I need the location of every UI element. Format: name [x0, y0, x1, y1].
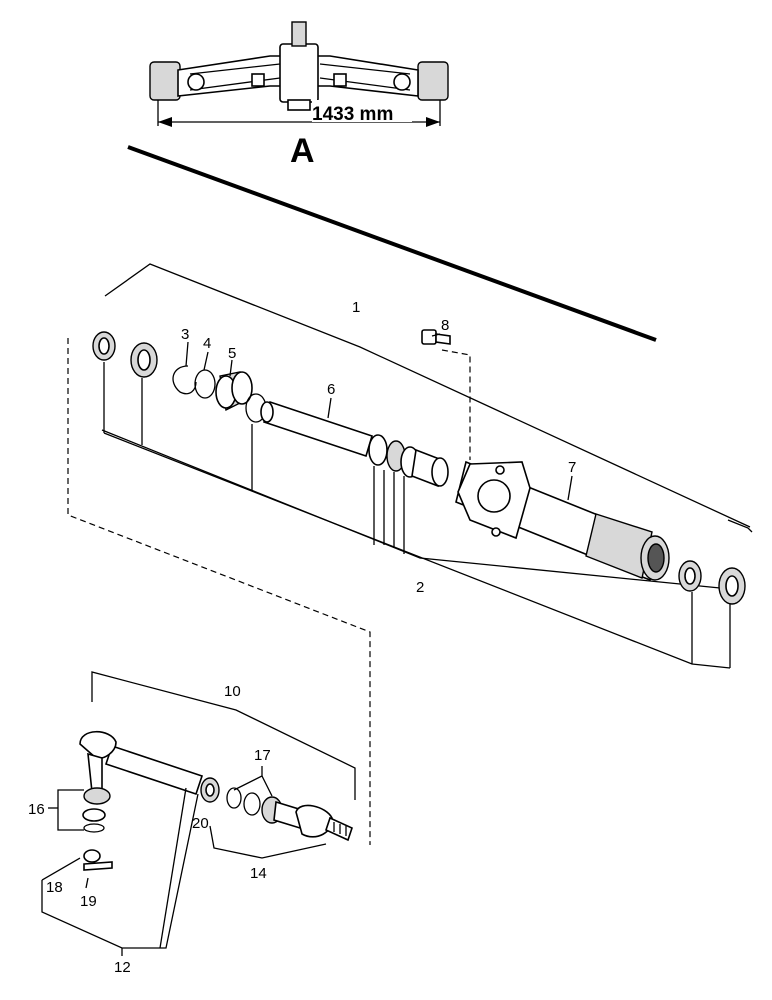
callout-leaders [41, 333, 573, 956]
axle-overview-drawing [149, 21, 449, 111]
dashed-assembly-frame [67, 338, 371, 845]
assembly-bracket-2 [101, 429, 741, 591]
callout-18: 18 [46, 879, 63, 896]
piston-seals [368, 434, 449, 554]
callout-8: 8 [441, 317, 449, 334]
callout-6: 6 [327, 381, 335, 398]
seal-ring-left-inner [130, 342, 158, 445]
callout-5: 5 [228, 345, 236, 362]
piston-rod-6 [260, 400, 373, 458]
section-line [127, 145, 657, 342]
callout-17: 17 [254, 747, 271, 764]
assembly-bracket-1 [104, 263, 753, 533]
view-label: A [290, 132, 315, 170]
washers-17 [226, 787, 303, 830]
callout-2: 2 [416, 579, 424, 596]
seal-ring-right-outer [718, 567, 746, 668]
callout-4: 4 [203, 335, 211, 352]
cotter-nut-18 [83, 849, 101, 863]
callout-12: 12 [114, 959, 131, 976]
cotter-pin-19 [83, 861, 113, 871]
callout-10: 10 [224, 683, 241, 700]
o-ring-4 [194, 369, 216, 399]
seal-ring-left-outer [92, 331, 116, 433]
ball-joint-left [79, 730, 117, 833]
cylinder-barrel-7 [455, 460, 670, 582]
dimension-line [157, 100, 441, 127]
guide-bushing-5 [215, 371, 253, 412]
seal-ring-right-inner [678, 560, 702, 664]
callout-16: 16 [28, 801, 45, 818]
lock-nut-20 [200, 777, 220, 803]
callout-20: 20 [192, 815, 209, 832]
callout-1: 1 [352, 299, 360, 316]
callout-19: 19 [80, 893, 97, 910]
dimension-label: 1433 mm [312, 104, 393, 125]
callout-14: 14 [250, 865, 267, 882]
snap-ring-3 [172, 365, 197, 395]
ball-joint-right-14 [295, 804, 353, 842]
bolt-8 [421, 329, 451, 345]
callout-3: 3 [181, 326, 189, 343]
assembly-bracket-10 [91, 671, 356, 800]
tie-rod-tube [104, 744, 204, 796]
callout-7: 7 [568, 459, 576, 476]
